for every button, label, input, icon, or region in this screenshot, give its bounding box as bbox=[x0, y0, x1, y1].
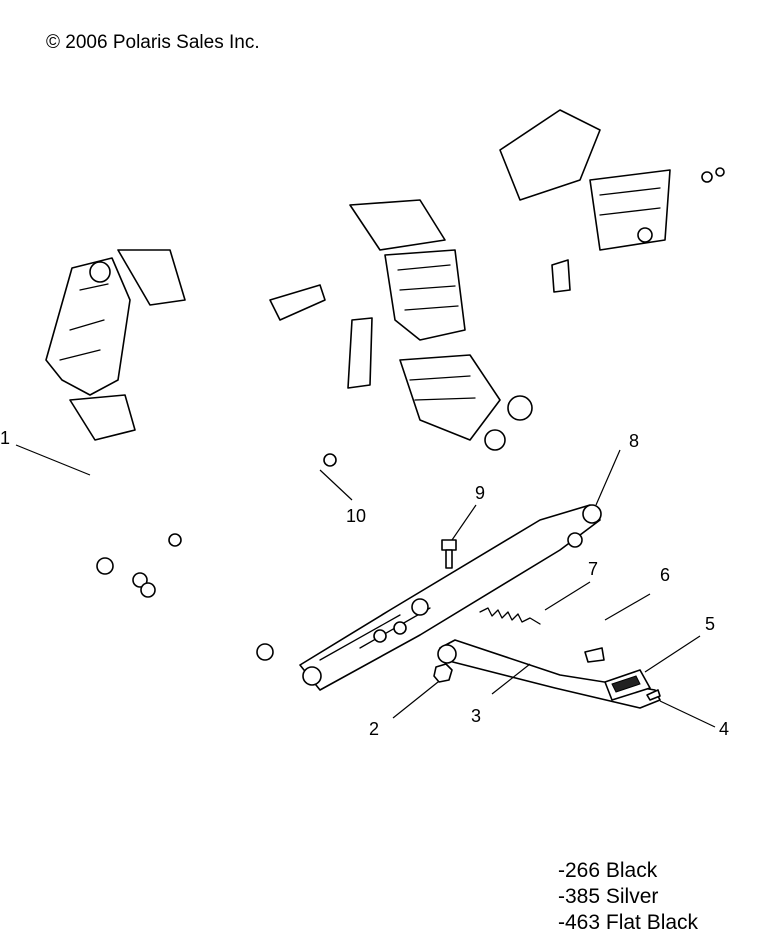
callout-7: 7 bbox=[588, 559, 598, 579]
callout-3: 3 bbox=[471, 706, 481, 726]
legend-item: -463 Flat Black bbox=[558, 911, 699, 934]
color-legend: -266 Black -385 Silver -463 Flat Black bbox=[558, 858, 698, 936]
callout-8: 8 bbox=[629, 431, 639, 451]
callout-1: 1 bbox=[0, 428, 10, 448]
callout-labels: 1 2 3 4 5 6 7 8 9 10 bbox=[0, 428, 729, 739]
callout-4: 4 bbox=[719, 719, 729, 739]
callout-2: 2 bbox=[369, 719, 379, 739]
kickstand-assembly bbox=[299, 504, 661, 709]
frame-brackets bbox=[45, 109, 725, 661]
copyright-notice: © 2006 Polaris Sales Inc. bbox=[46, 32, 260, 53]
callout-9: 9 bbox=[475, 483, 485, 503]
legend-item: -385 Silver bbox=[558, 885, 659, 908]
callout-5: 5 bbox=[705, 614, 715, 634]
callout-6: 6 bbox=[660, 565, 670, 585]
callout-10: 10 bbox=[346, 506, 366, 526]
legend-item: -266 Black bbox=[558, 859, 658, 882]
leader-lines bbox=[15, 444, 716, 728]
